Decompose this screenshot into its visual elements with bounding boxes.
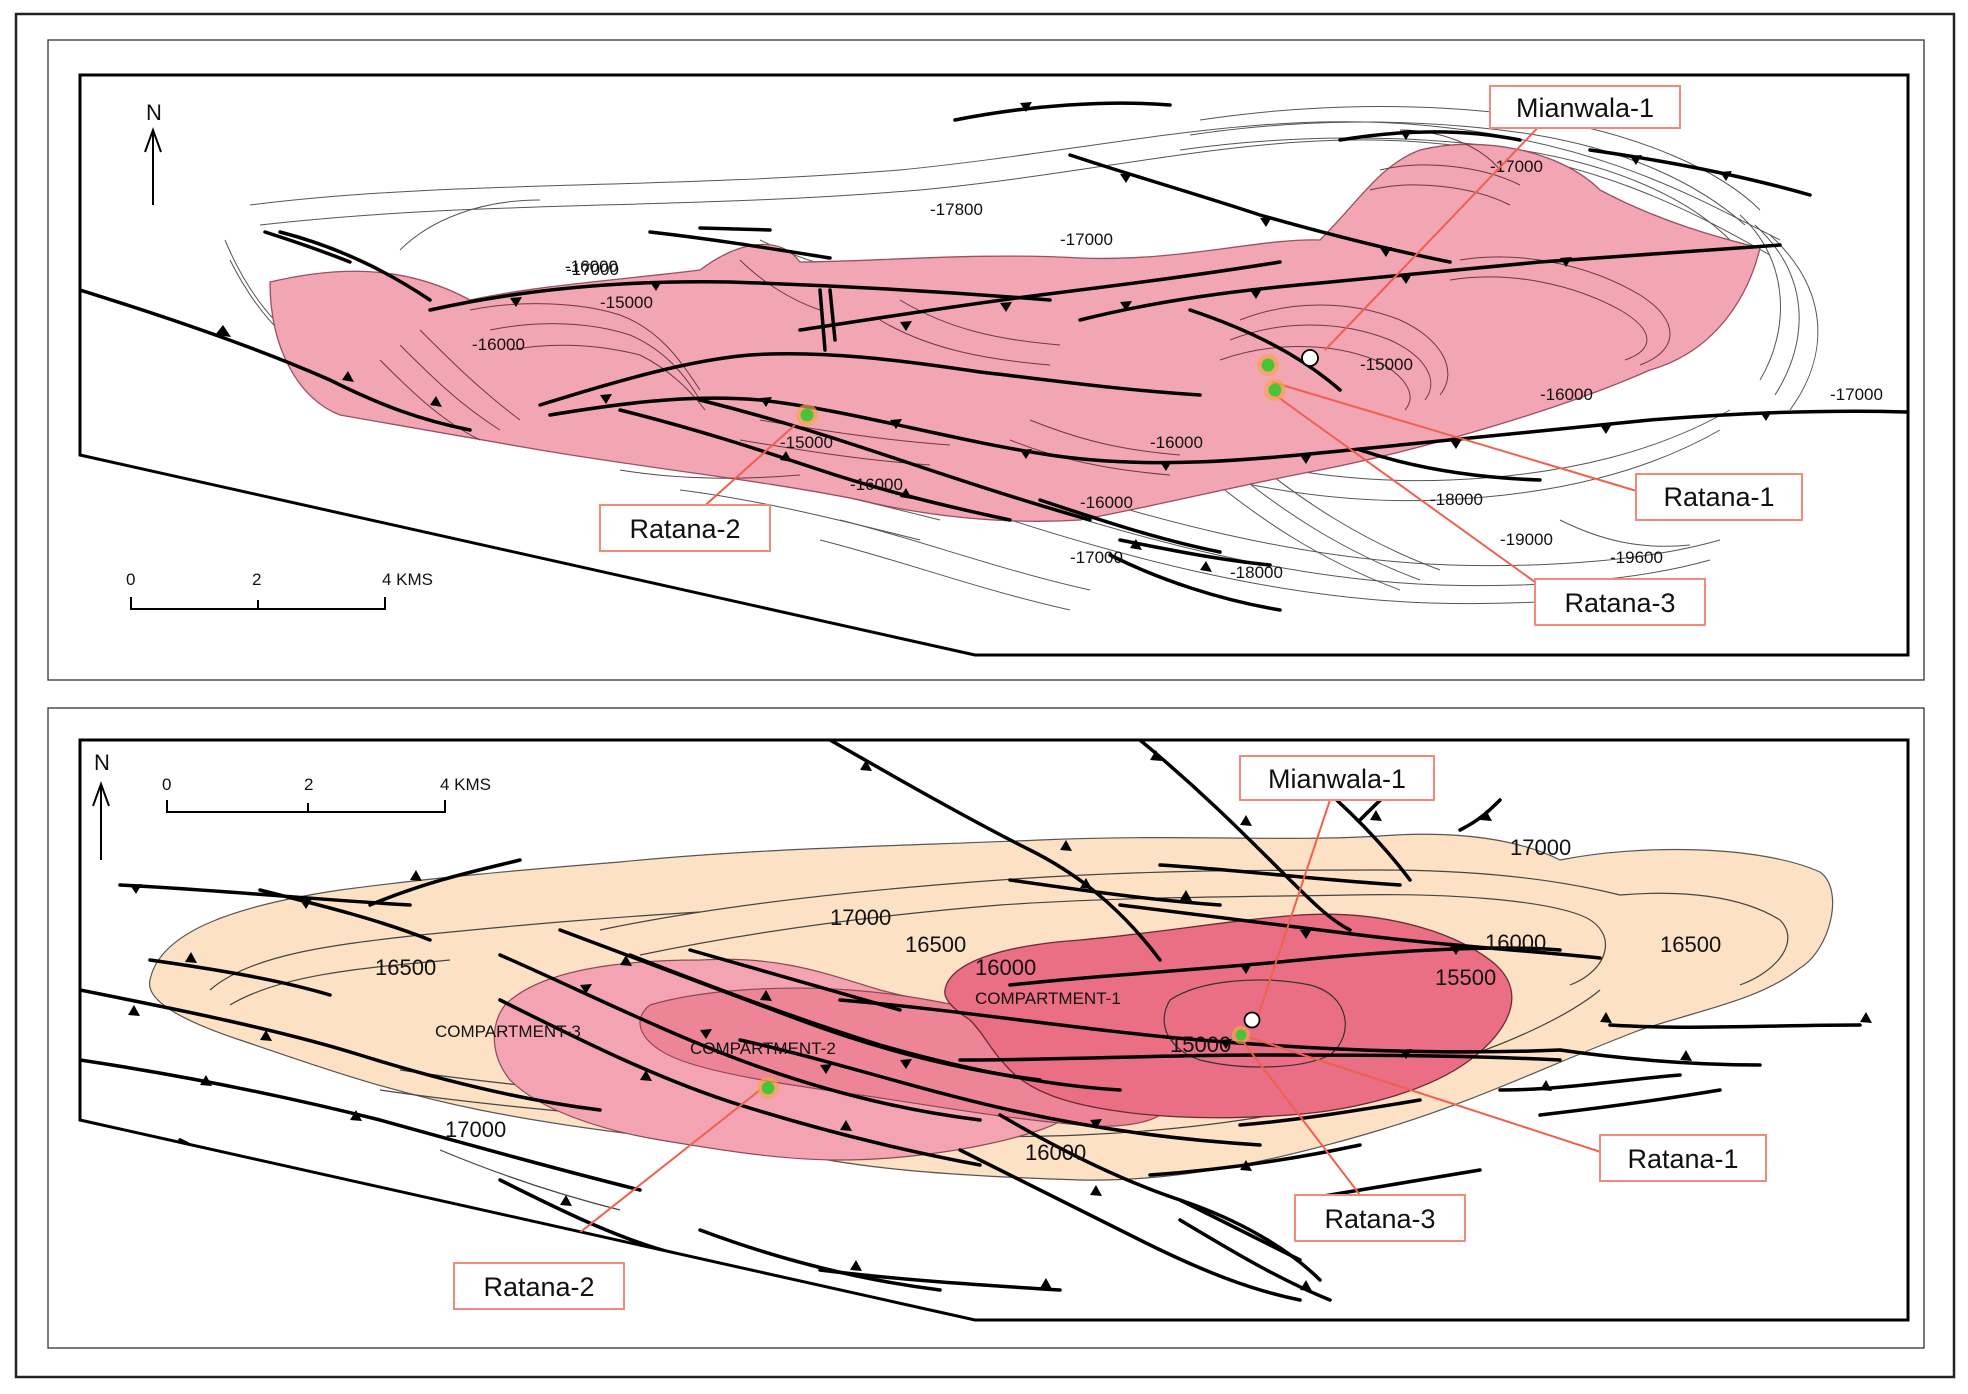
outer-frame: [14, 12, 1956, 1379]
top-map: -17800 -17000 -17000 -16000 -15000 -1600…: [78, 73, 1910, 657]
well-label: Mianwala-1: [1516, 93, 1654, 123]
contour-label: -15000: [600, 293, 653, 312]
top-faults: [80, 101, 1908, 612]
contour-label: -16000: [1080, 493, 1133, 512]
contour-label: -17800: [930, 200, 983, 219]
contour-label: 16000: [1485, 930, 1546, 955]
top-inner-contours: [379, 129, 1671, 479]
bottom-wells: [757, 1011, 1261, 1099]
contour-label: -17000: [1060, 230, 1113, 249]
top-fault-ticks: [215, 102, 1772, 572]
contour-label: -16000: [1540, 385, 1593, 404]
contour-label: 16000: [1025, 1140, 1086, 1165]
contour-label: -17000: [1830, 385, 1883, 404]
callout-ratana-3: Ratana-3: [1534, 578, 1706, 626]
callout-mianwala-1: Mianwala-1: [1489, 85, 1681, 129]
well-label: Ratana-1: [1627, 1144, 1738, 1174]
contour-label: -17000: [1490, 157, 1543, 176]
top-structure-closure: [269, 143, 1761, 522]
north-label: N: [146, 100, 162, 125]
gas-well-icon: [757, 1077, 779, 1099]
bottom-callout-lines: [544, 799, 1611, 1261]
callout-ratana-3: Ratana-3: [1294, 1194, 1466, 1242]
bottom-callouts: Mianwala-1 Ratana-1 Ratana-2 Ratana-3: [453, 755, 1767, 1310]
gas-well-icon: [1232, 1026, 1250, 1044]
contour-label: -15000: [780, 433, 833, 452]
north-arrow-bottom: N: [92, 750, 110, 860]
scale-tick-label: 0: [126, 570, 135, 589]
compartment-1-area: [944, 913, 1513, 1119]
top-panel-frame: [47, 39, 1925, 681]
north-label: N: [94, 750, 110, 775]
gas-well-icon: [796, 404, 818, 426]
contour-label: -15000: [1360, 355, 1413, 374]
compartment-1-label: COMPARTMENT-1: [975, 989, 1121, 1008]
top-callout-lines: [699, 114, 1651, 601]
contour-label: -17000: [566, 260, 619, 279]
callout-ratana-2: Ratana-2: [453, 1262, 625, 1310]
callout-ratana-1: Ratana-1: [1635, 473, 1803, 521]
contour-label: -17000: [1070, 548, 1123, 567]
top-map-content: -17800 -17000 -17000 -16000 -15000 -1600…: [80, 101, 1908, 612]
gas-well-icon: [1264, 379, 1286, 401]
top-contour-labels: -17800 -17000 -17000 -16000 -15000 -1600…: [472, 157, 1883, 582]
contour-label: 16500: [375, 955, 436, 980]
scale-tick-label: 4 KMS: [382, 570, 433, 589]
contour-label: -18000: [1230, 563, 1283, 582]
contour-label: -16000: [850, 475, 903, 494]
bottom-map-content: 17000 16500 16000 16500 16000 17000 1650…: [80, 740, 1872, 1312]
bottom-map: 17000 16500 16000 16500 16000 17000 1650…: [78, 738, 1910, 1322]
contour-label: 16000: [975, 955, 1036, 980]
well-label: Ratana-1: [1663, 482, 1774, 512]
gas-well-icon: [1257, 354, 1279, 376]
scale-bar-top: 0 2 4 KMS: [126, 570, 433, 610]
callout-ratana-2: Ratana-2: [599, 504, 771, 552]
contour-label: -19600: [1610, 548, 1663, 567]
scale-tick-label: 2: [252, 570, 261, 589]
scale-tick-label: 2: [304, 775, 313, 794]
well-label: Ratana-2: [483, 1272, 594, 1302]
well-label: Ratana-3: [1324, 1204, 1435, 1234]
well-label: Ratana-2: [629, 514, 740, 544]
top-callouts: Mianwala-1 Ratana-1 Ratana-2 Ratana-3: [599, 85, 1803, 626]
compartment-labels: COMPARTMENT-1 COMPARTMENT-2 COMPARTMENT-…: [435, 989, 1121, 1058]
scale-tick-label: 4 KMS: [440, 775, 491, 794]
well-label: Mianwala-1: [1268, 764, 1406, 794]
callout-ratana-1: Ratana-1: [1599, 1134, 1767, 1182]
bottom-contour-labels: 17000 16500 16000 16500 16000 17000 1650…: [375, 835, 1721, 1165]
contour-label: -16000: [565, 257, 618, 276]
contour-label: -16000: [1150, 433, 1203, 452]
dry-well-circle-icon: [1301, 349, 1319, 367]
compartment-2-label: COMPARTMENT-2: [690, 1039, 836, 1058]
contour-label: -19000: [1500, 530, 1553, 549]
contour-label: -16000: [472, 335, 525, 354]
bottom-panel-frame: [47, 707, 1925, 1349]
top-wells: [796, 349, 1319, 426]
well-label: Ratana-3: [1564, 588, 1675, 618]
north-arrow-top: N: [144, 100, 162, 205]
callout-mianwala-1: Mianwala-1: [1239, 755, 1435, 801]
bottom-faults: [80, 740, 1862, 1312]
contour-label: -18000: [1430, 490, 1483, 509]
contour-label: 15000: [1170, 1032, 1231, 1057]
contour-label: 17000: [445, 1117, 506, 1142]
scale-tick-label: 0: [162, 775, 171, 794]
scale-bar-bottom: 0 2 4 KMS: [162, 775, 491, 813]
contour-label: 16500: [1660, 932, 1721, 957]
contour-label: 15500: [1435, 965, 1496, 990]
dry-well-circle-icon: [1243, 1011, 1261, 1029]
contour-label: 17000: [1510, 835, 1571, 860]
contour-label: 17000: [830, 905, 891, 930]
contour-label: 16500: [905, 932, 966, 957]
compartment-3-label: COMPARTMENT-3: [435, 1022, 581, 1041]
